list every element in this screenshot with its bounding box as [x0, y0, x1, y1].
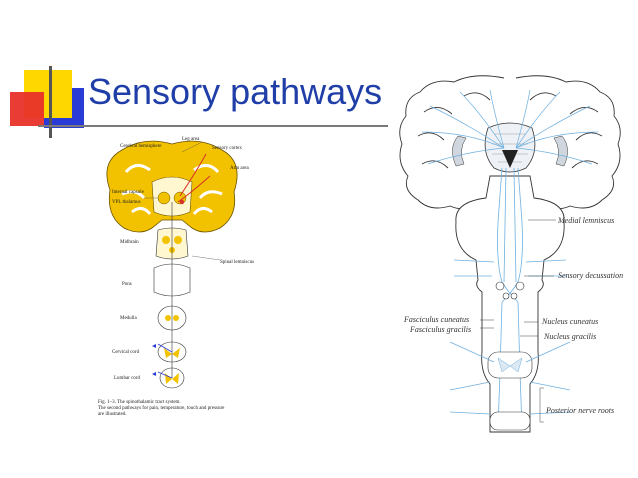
thalamocortical-fibers	[421, 89, 599, 165]
spinothalamic-diagram	[106, 140, 238, 389]
label-posterior-nerve-roots: Posterior nerve roots	[546, 406, 615, 415]
label-leader-lines	[480, 219, 556, 423]
thalamus	[452, 122, 568, 173]
label-nucleus-gracilis: Nucleus gracilis	[544, 332, 597, 341]
label-spinal-lemniscus: Spinal lemniscus	[220, 260, 255, 265]
caption-line-2: The second pathways for pain, temperatur…	[98, 406, 225, 411]
caption-line-1: Fig. 1–3. The spinothalamic tract system…	[98, 400, 181, 405]
slide-title: Sensory pathways	[88, 71, 383, 112]
label-fasciculus-cuneatus: Fasciculus cuneatus	[404, 315, 470, 324]
posterior-nerve-roots	[449, 259, 571, 415]
label-internal-capsule: Internal capsule	[112, 190, 144, 195]
label-pons: Pons	[122, 282, 132, 287]
logo-square-yellow-overlap	[44, 88, 72, 118]
medial-lemniscus-diagram	[399, 75, 621, 433]
label-medial-lemniscus: Medial lemniscus	[558, 216, 615, 225]
label-medulla: Medulla	[120, 316, 137, 321]
label-vpl-thalamus: VPL thalamus	[112, 200, 141, 205]
label-arm-area: Arm area	[230, 166, 249, 171]
medial-lemniscus-figure	[394, 72, 628, 440]
label-cerebral-hemisphere: Cerebral hemisphere	[120, 144, 162, 149]
dorsal-column-nuclei	[495, 281, 525, 300]
label-cervical-cord: Cervical cord	[112, 350, 140, 355]
title-underline	[38, 125, 388, 127]
label-sensory-cortex: Sensory cortex	[212, 146, 242, 151]
logo-vertical-bar	[49, 66, 52, 138]
label-leg-area: Leg area	[182, 137, 200, 142]
label-fasciculus-gracilis: Fasciculus gracilis	[410, 325, 472, 334]
spinothalamic-figure	[92, 132, 252, 422]
brainstem-outline	[455, 175, 565, 433]
label-sensory-decussation: Sensory decussation	[558, 271, 624, 280]
label-midbrain: Midbrain	[120, 240, 139, 245]
caption-line-3: are illustrated.	[98, 412, 127, 417]
label-lumbar-cord: Lumbar cord	[114, 376, 140, 381]
brain-section	[106, 140, 238, 233]
label-nucleus-cuneatus: Nucleus cuneatus	[542, 317, 599, 326]
spinal-cord-section	[487, 351, 533, 431]
cerebrum-outline	[399, 75, 621, 210]
logo-square-red	[10, 92, 44, 126]
